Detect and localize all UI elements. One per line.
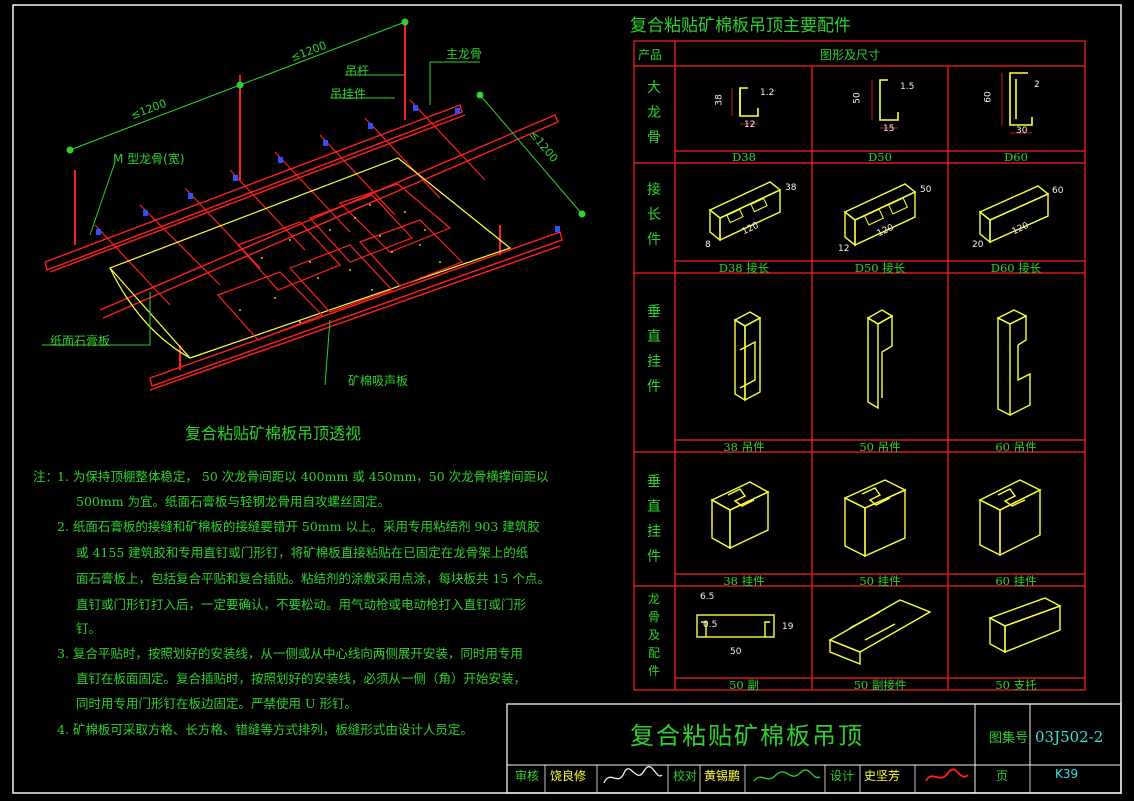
dim-j50-height: 50 <box>920 185 932 195</box>
note-line-8: 3. 复合平贴时，按照划好的安装线，从一侧或从中心线向两侧展开安装，同时用专用 <box>57 646 523 661</box>
design-label: 设计 <box>830 769 855 783</box>
dim-d50-thickness: 1.5 <box>900 82 915 92</box>
note-line-11: 4. 矿棉板可采取方格、长方格、错缝等方式排列，板缝形式由设计人员定。 <box>57 722 473 737</box>
dim-d60-height: 60 <box>983 91 994 103</box>
page-label: 页 <box>996 769 1009 783</box>
gypsum-board <box>108 157 512 359</box>
checker-signature <box>753 769 821 782</box>
sub-keel-row <box>696 597 1062 666</box>
row-name-splice: 接长件 <box>647 182 661 248</box>
dim-sub-top: 6.5 <box>700 592 715 602</box>
table-col-figure: 图形及尺寸 <box>820 48 881 62</box>
panel-speckles <box>239 204 441 323</box>
mineral-panels <box>216 183 464 341</box>
table-col-product: 产品 <box>638 48 663 62</box>
accessories-title: 复合粘贴矿棉板吊顶主要配件 <box>630 16 851 36</box>
atlas-label: 图集号 <box>989 731 1029 746</box>
row-name-vertical-hanger-1: 垂直挂件 <box>647 304 661 395</box>
row-name-keel-accessories: 龙骨及配件 <box>647 592 660 678</box>
cell-label-60-clip: 60 挂件 <box>995 574 1037 588</box>
cell-label-d38: D38 <box>732 150 756 164</box>
note-line-2: 500mm 为宜。纸面石膏板与轻钢龙骨用自攻螺丝固定。 <box>76 494 391 509</box>
dim-d38-height: 38 <box>714 94 725 106</box>
reviewer-signature <box>603 765 663 784</box>
label-hanger-piece: 吊挂件 <box>330 87 367 101</box>
cell-label-60-hanger: 60 吊件 <box>995 440 1037 454</box>
cell-label-50-clip: 50 挂件 <box>859 574 901 588</box>
perspective-drawing <box>42 18 586 391</box>
label-m-keel: M 型龙骨(宽) <box>113 152 185 166</box>
designer-name: 史坚芳 <box>864 769 901 783</box>
splice-pieces <box>708 181 1050 247</box>
atlas-number: 03J502-2 <box>1035 728 1104 746</box>
cell-label-50-bracket: 50 支托 <box>995 678 1037 692</box>
cell-label-50-joiner: 50 副接件 <box>853 678 907 692</box>
cell-label-d38-splice: D38 接长 <box>718 261 770 275</box>
row-name-vertical-hanger-2: 垂直挂件 <box>647 474 661 565</box>
label-mineral-board: 矿棉吸声板 <box>348 374 409 388</box>
accessories-table-grid <box>633 40 1086 691</box>
keel-dims <box>731 73 1032 134</box>
label-main-keel: 主龙骨 <box>446 47 483 61</box>
notes-prefix: 注： <box>33 469 59 484</box>
cell-label-38-hanger: 38 吊件 <box>723 440 765 454</box>
cell-label-50-hanger: 50 吊件 <box>859 440 901 454</box>
dim-j38-thickness: 8 <box>705 240 711 250</box>
title-block-title: 复合粘贴矿棉板吊顶 <box>630 722 864 750</box>
note-line-1: 1. 为保持顶棚整体稳定， 50 次龙骨间距以 400mm 或 450mm，50… <box>57 469 549 484</box>
check-label: 校对 <box>673 769 698 783</box>
dim-j60-height: 60 <box>1052 186 1064 196</box>
page-number: K39 <box>1055 767 1079 781</box>
dim-j38-height: 38 <box>785 183 797 193</box>
dim-d38-thickness: 1.2 <box>760 88 775 98</box>
vertical-hangers <box>733 309 1031 417</box>
cell-label-d50-splice: D50 接长 <box>854 261 906 275</box>
dim-d60-width: 30 <box>1016 126 1028 136</box>
hanger-clips-row <box>710 479 1042 558</box>
cell-label-d60-splice: D60 接长 <box>990 261 1042 275</box>
keel-sections <box>739 72 1033 126</box>
cell-label-38-clip: 38 挂件 <box>723 574 765 588</box>
note-line-9: 直钉在板面固定。复合插贴时，按照划好的安装线，必须从一侧（角）开始安装， <box>76 671 527 686</box>
dim-d50-width: 15 <box>883 124 895 134</box>
dim-d60-thickness: 2 <box>1034 80 1040 90</box>
note-line-7: 钉。 <box>76 621 102 636</box>
dim-d50-height: 50 <box>852 92 863 104</box>
dimension-lines <box>42 18 586 386</box>
dim-d38-width: 12 <box>744 120 756 130</box>
dim-sub-width: 50 <box>730 647 742 657</box>
dim-j50-thickness: 12 <box>838 244 850 254</box>
designer-signature <box>925 768 969 782</box>
note-line-5: 面石膏板上，包括复合平贴和复合插贴。粘结剂的涂敷采用点涂，每块板共 15 个点。 <box>76 571 550 586</box>
cell-label-d60: D60 <box>1004 150 1028 164</box>
hanger-clips <box>96 105 560 235</box>
main-keels <box>44 104 563 391</box>
dim-sub-height: 19 <box>782 622 794 632</box>
row-name-main-keel: 大龙骨 <box>647 80 661 146</box>
review-label: 审核 <box>515 769 540 783</box>
checker-name: 黄锡鹏 <box>704 769 741 783</box>
note-line-3: 2. 纸面石膏板的接缝和矿棉板的接缝要错开 50mm 以上。采用专用粘结剂 90… <box>57 519 540 534</box>
dim-sub-inner: 0.5 <box>703 620 718 630</box>
note-line-4: 或 4155 建筑胶和专用直钉或门形钉，将矿棉板直接粘贴在已固定在龙骨架上的纸 <box>76 545 529 560</box>
cell-label-d50: D50 <box>868 150 892 164</box>
note-line-6: 直钉或门形钉打入后，一定要确认，不要松动。用气动枪或电动枪打入直钉或门形 <box>76 597 527 612</box>
note-line-10: 同时用专用门形钉在板边固定。严禁使用 U 形钉。 <box>76 696 357 711</box>
perspective-title: 复合粘贴矿棉板吊顶透视 <box>185 424 362 443</box>
hanger-rods <box>74 20 501 370</box>
reviewer-name: 饶良修 <box>550 769 587 783</box>
label-gypsum-board: 纸面石膏板 <box>50 334 111 348</box>
label-hanger-rod: 吊杆 <box>345 64 370 78</box>
cross-keels <box>94 99 486 306</box>
dim-j60-thickness: 20 <box>972 240 984 250</box>
cell-label-50-sub: 50 副 <box>729 678 759 692</box>
